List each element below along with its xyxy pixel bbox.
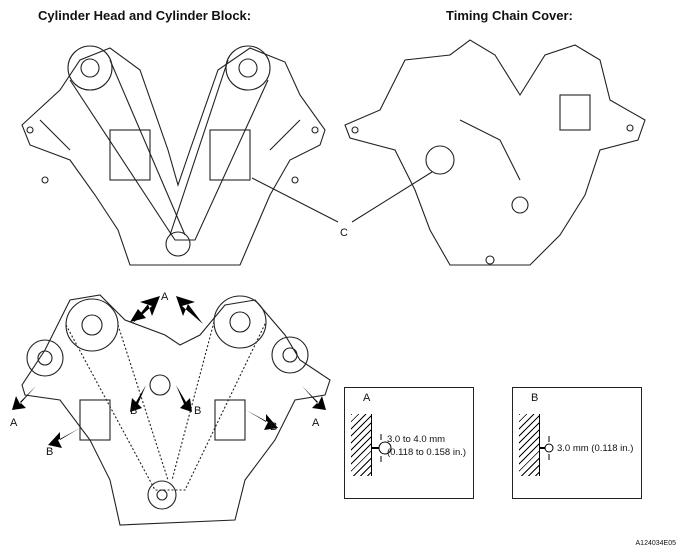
inset-a-hatch (351, 414, 372, 476)
arrow-b-left (48, 428, 80, 448)
seal-point-arrows (12, 296, 326, 448)
label-b-right: B (270, 421, 278, 433)
arrow-a-top-right (176, 296, 203, 324)
inset-a-bead (371, 434, 392, 462)
inset-b-hatch (519, 414, 540, 476)
arrow-b-right (246, 410, 278, 430)
arrow-b-mid-left (130, 385, 146, 412)
figure-reference-code: A124034E05 (635, 540, 676, 547)
arrow-b-mid-right (176, 385, 192, 412)
title-timing-chain-cover: Timing Chain Cover: (446, 8, 573, 23)
label-a-top: A (161, 291, 169, 303)
leader-line-c-right (351, 171, 433, 223)
label-b-mid-left: B (130, 405, 138, 417)
inset-b-letter: B (531, 392, 539, 404)
title-cylinder-head-block: Cylinder Head and Cylinder Block: (38, 8, 252, 23)
label-c: C (340, 227, 348, 239)
inset-a-dim-mm: 3.0 to 4.0 mm (387, 434, 446, 445)
label-a-left: A (10, 417, 18, 429)
arrow-a-left (12, 386, 36, 410)
cylinder-block-top-drawing (21, 45, 326, 266)
inset-b: B 3.0 mm (0.118 in.) (512, 387, 642, 499)
inset-b-dim: 3.0 mm (0.118 in.) (557, 443, 634, 454)
label-b-mid-right: B (194, 405, 202, 417)
inset-a: A 3.0 to 4.0 mm (0.118 to 0.158 in.) (344, 387, 474, 499)
timing-chain-cover-drawing (344, 39, 646, 266)
inset-b-bead (539, 436, 554, 460)
inset-a-dim-in: (0.118 to 0.158 in.) (387, 447, 467, 458)
label-b-left: B (46, 446, 54, 458)
label-a-right: A (312, 417, 320, 429)
leader-line-c-left (251, 177, 339, 223)
arrow-a-right (302, 386, 326, 410)
arrow-a-top-left (132, 296, 160, 324)
cylinder-block-bottom-drawing (21, 294, 331, 526)
inset-a-letter: A (363, 392, 371, 404)
